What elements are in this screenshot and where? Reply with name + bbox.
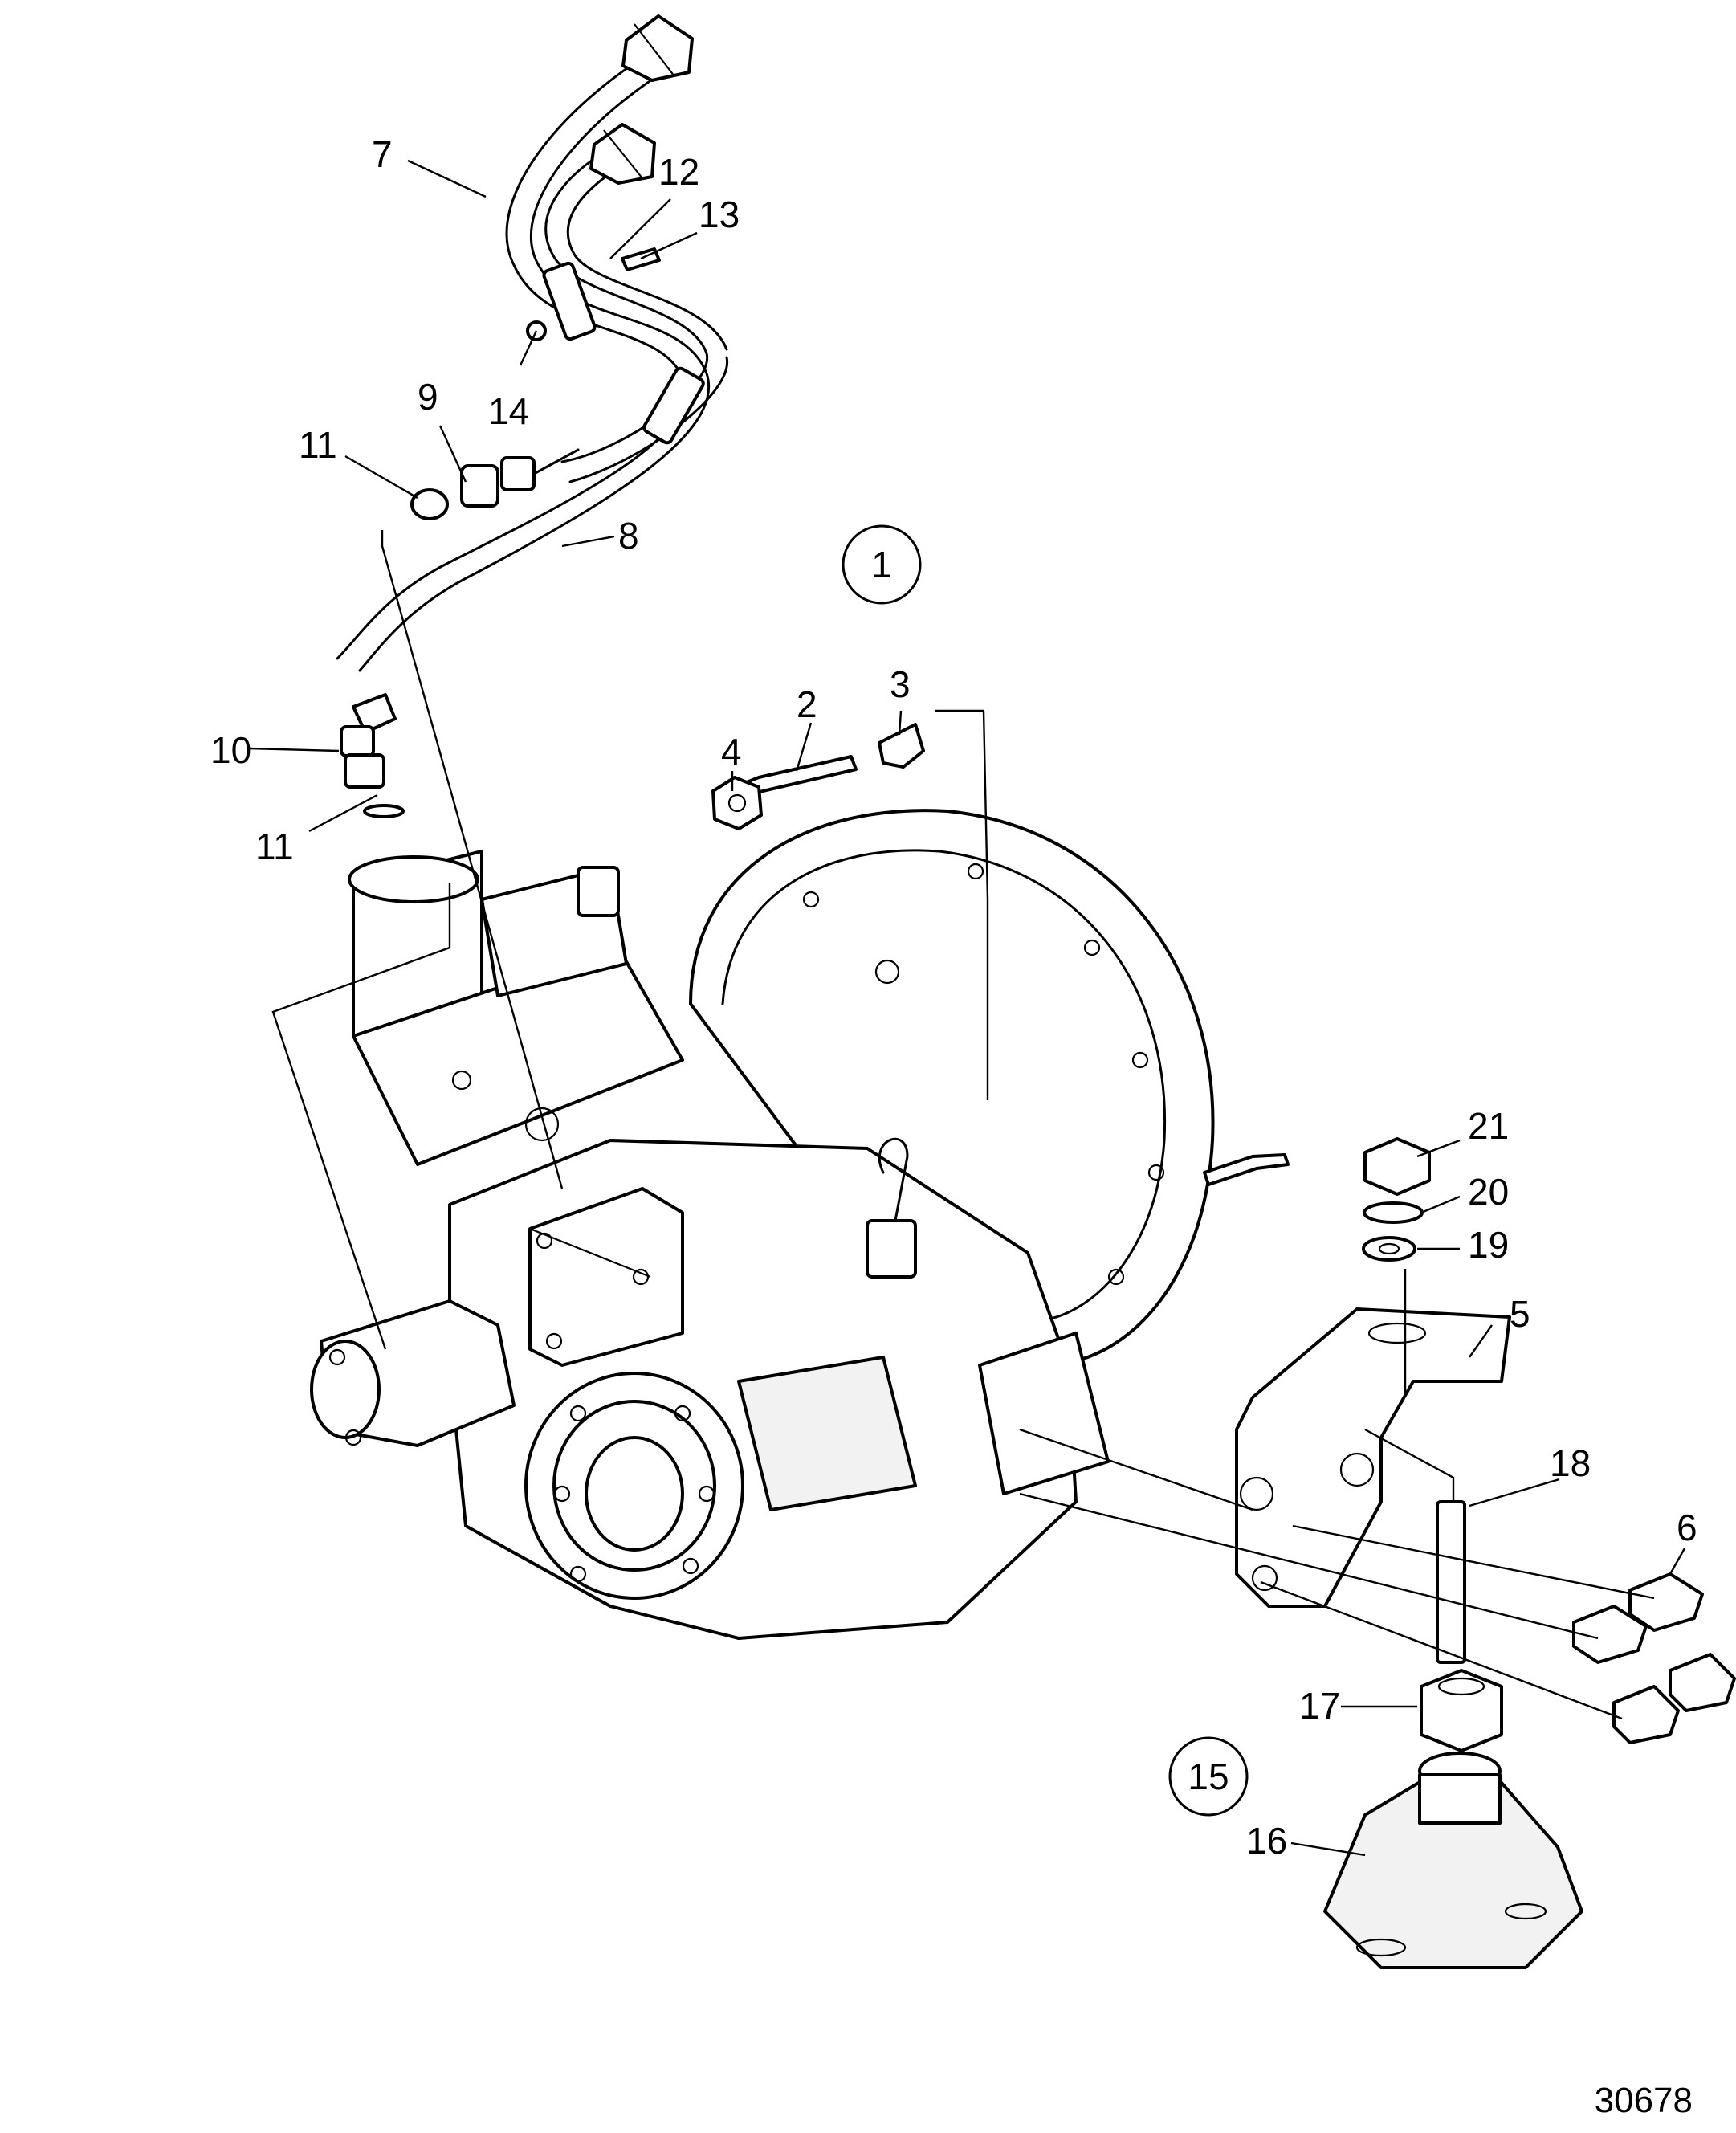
callout-17: 17 xyxy=(1299,1685,1340,1727)
callout-10: 10 xyxy=(210,729,251,771)
mounting-bolts xyxy=(1572,1572,1736,1744)
callout-labels: 7 12 13 14 9 11 8 10 11 2 3 4 21 20 19 5… xyxy=(210,133,1697,1862)
callout-6: 6 xyxy=(1677,1507,1697,1548)
callout-18: 18 xyxy=(1550,1442,1591,1484)
callout-2: 2 xyxy=(797,683,817,725)
assembly-markers: 1 15 xyxy=(842,524,1249,1817)
assembly-marker-15: 15 xyxy=(1188,1756,1229,1797)
callout-9: 9 xyxy=(418,376,438,418)
callout-16: 16 xyxy=(1246,1820,1287,1862)
assembly-marker-1: 1 xyxy=(871,544,892,585)
callout-8: 8 xyxy=(618,515,639,557)
engine-mount-kit xyxy=(1323,1137,1583,1969)
callout-11a: 11 xyxy=(299,424,337,466)
hose-fitting-top xyxy=(589,14,694,185)
callout-14: 14 xyxy=(488,390,529,432)
gearbox-housing xyxy=(310,809,1290,1640)
callout-3: 3 xyxy=(890,663,911,705)
callout-11b: 11 xyxy=(255,826,294,867)
drawing-reference-number: 30678 xyxy=(1595,2081,1693,2120)
hose-assembly xyxy=(336,47,728,672)
engine-bracket xyxy=(1235,1307,1511,1608)
assembly-marker-15-ring xyxy=(1168,1736,1249,1817)
callout-12: 12 xyxy=(658,151,699,193)
callout-7: 7 xyxy=(372,133,393,175)
stud-kit xyxy=(711,723,925,830)
union-fittings xyxy=(340,448,580,818)
leader-lines xyxy=(248,159,1686,1857)
callout-20: 20 xyxy=(1468,1171,1509,1213)
hose-clamps xyxy=(526,247,705,445)
callout-5: 5 xyxy=(1510,1293,1530,1335)
assembly-marker-1-ring xyxy=(842,524,922,605)
callout-13: 13 xyxy=(699,194,740,235)
callout-4: 4 xyxy=(721,731,742,773)
callout-19: 19 xyxy=(1468,1224,1509,1266)
callout-21: 21 xyxy=(1468,1105,1509,1147)
